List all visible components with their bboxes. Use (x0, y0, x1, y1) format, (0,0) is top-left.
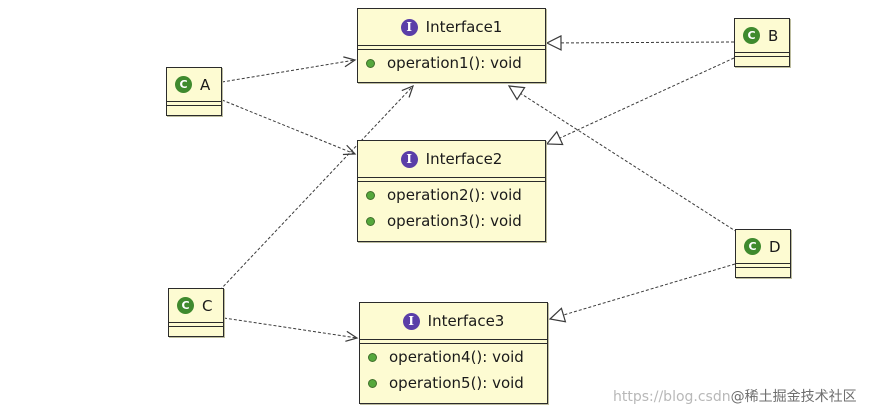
relation-b-interface2 (545, 57, 735, 146)
relation-d-interface3 (548, 263, 736, 323)
class-header: C A (167, 68, 221, 102)
relation-line (559, 57, 735, 139)
open-arrowhead-icon (342, 144, 357, 156)
relation-d-interface1 (507, 85, 738, 233)
interface-header: I Interface1 (358, 9, 545, 46)
interface-title: Interface3 (427, 312, 505, 330)
method-dot-icon (366, 190, 375, 200)
class-header: C B (735, 19, 789, 53)
class-box-c[interactable]: C C (168, 288, 224, 337)
interface-box-3[interactable]: I Interface3 operation4(): void operatio… (359, 302, 548, 404)
interface-header: I Interface3 (360, 303, 547, 340)
open-arrowhead-icon (343, 56, 357, 68)
method-compartment (169, 327, 223, 331)
interface-title: Interface1 (425, 18, 503, 36)
watermark: https://blog.csdn@稀土掘金技术社区 (613, 386, 857, 406)
interface-icon: I (400, 18, 418, 36)
method-dot-icon (368, 352, 377, 362)
method-compartment (167, 106, 221, 110)
interface-title: Interface2 (425, 150, 503, 168)
method-compartment (735, 57, 789, 61)
attribute-compartment (360, 340, 547, 344)
relation-line (219, 85, 414, 291)
open-arrowhead-icon (345, 330, 359, 342)
interface-icon: I (402, 312, 420, 330)
relation-a-interface1 (221, 56, 357, 83)
relation-b-interface1 (545, 34, 735, 51)
class-title: A (200, 75, 211, 94)
watermark-brand: @稀土掘金技术社区 (730, 389, 857, 405)
relation-c-interface3 (223, 317, 359, 342)
method-row: operation1(): void (358, 50, 545, 76)
class-header: C D (736, 230, 790, 264)
interface-box-2[interactable]: I Interface2 operation2(): void operatio… (357, 140, 546, 242)
method-dot-icon (366, 216, 375, 226)
method-row: operation4(): void (360, 344, 547, 370)
hollow-arrowhead-icon (548, 307, 567, 323)
attribute-compartment (167, 102, 221, 106)
method-signature: operation1(): void (387, 54, 522, 72)
attribute-compartment (736, 264, 790, 268)
interface-icon: I (400, 150, 418, 168)
method-row: operation3(): void (358, 208, 545, 234)
class-title: C (202, 296, 213, 315)
attribute-compartment (358, 178, 545, 182)
class-icon: C (177, 297, 194, 314)
method-signature: operation5(): void (389, 374, 524, 392)
class-box-a[interactable]: C A (166, 67, 222, 116)
class-icon: C (175, 76, 192, 93)
interface-box-1[interactable]: I Interface1 operation1(): void (357, 8, 546, 83)
relation-c-interface1 (219, 84, 414, 291)
relation-line (520, 93, 738, 233)
method-row: operation2(): void (358, 182, 545, 208)
class-box-b[interactable]: C B (734, 18, 790, 67)
attribute-compartment (735, 53, 789, 57)
watermark-url: https://blog.csdn (613, 389, 731, 405)
attribute-compartment (358, 46, 545, 50)
connectors (219, 34, 738, 342)
method-signature: operation2(): void (387, 186, 522, 204)
relation-a-interface2 (221, 99, 357, 156)
class-icon: C (744, 238, 761, 255)
class-box-d[interactable]: C D (735, 229, 791, 278)
interface-header: I Interface2 (358, 141, 545, 178)
method-signature: operation3(): void (387, 212, 522, 230)
class-title: B (768, 26, 779, 45)
class-title: D (769, 237, 781, 256)
relation-line (221, 99, 356, 155)
hollow-arrowhead-icon (545, 34, 562, 51)
attribute-compartment (169, 323, 223, 327)
class-icon: C (743, 27, 760, 44)
method-row: operation5(): void (360, 370, 547, 396)
method-dot-icon (368, 378, 377, 388)
open-arrowhead-icon (401, 84, 414, 98)
method-compartment (736, 268, 790, 272)
method-signature: operation4(): void (389, 348, 524, 366)
relation-line (560, 41, 735, 44)
method-dot-icon (366, 58, 375, 68)
hollow-arrowhead-icon (507, 85, 526, 101)
class-header: C C (169, 289, 223, 323)
relation-line (221, 59, 356, 83)
hollow-arrowhead-icon (545, 130, 564, 146)
relation-line (223, 317, 358, 339)
relation-line (563, 263, 736, 316)
